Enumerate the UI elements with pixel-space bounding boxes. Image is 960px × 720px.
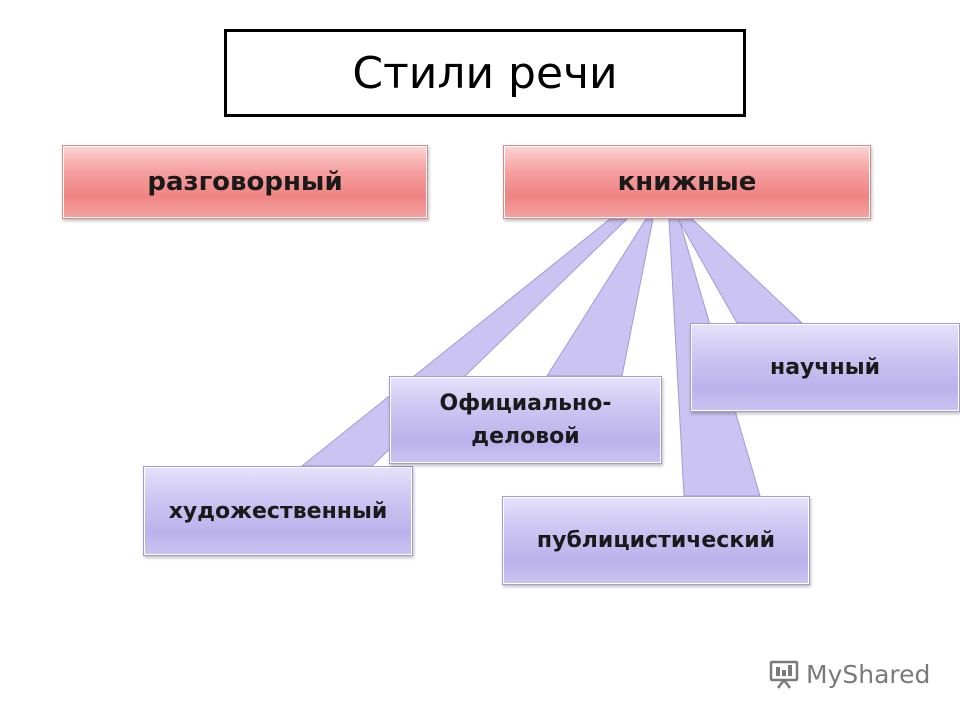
node-official-business: Официально- деловой [389, 376, 662, 464]
diagram-title: Стили речи [224, 29, 746, 117]
node-artistic: художественный [143, 466, 413, 556]
watermark-text: MyShared [806, 659, 931, 689]
node-journalistic: публицистический [502, 496, 810, 585]
node-scientific: научный [690, 323, 960, 412]
watermark-logo: MyShared [768, 658, 930, 690]
presentation-board-icon [769, 660, 799, 689]
node-conversational: разговорный [62, 145, 428, 219]
node-bookish: книжные [503, 145, 871, 219]
